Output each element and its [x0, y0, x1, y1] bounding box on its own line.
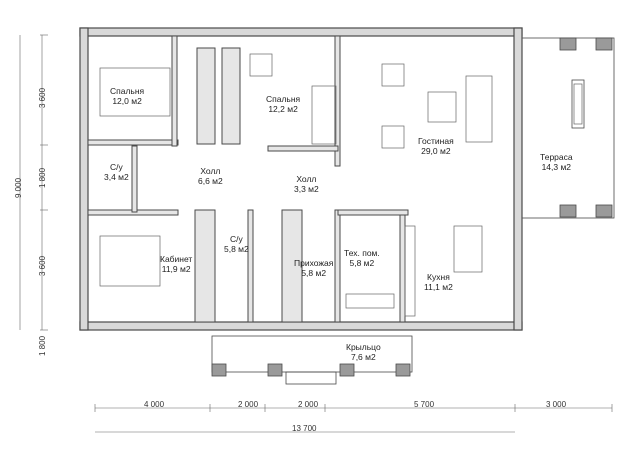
room-name: Кухня — [427, 272, 450, 282]
dimension-total-height: 9 000 — [14, 177, 23, 198]
room-area: 3,4 м2 — [104, 172, 129, 182]
room-name: Крыльцо — [346, 342, 381, 352]
room-name: Прихожая — [294, 258, 334, 268]
room-tech: Тех. пом. 5,8 м2 — [344, 248, 380, 268]
room-bedroom-2: Спальня 12,2 м2 — [266, 94, 300, 114]
terrace — [521, 37, 615, 219]
room-name: Спальня — [266, 94, 301, 104]
room-area: 12,2 м2 — [268, 104, 298, 114]
dimension-left-1: 3 600 — [38, 87, 47, 108]
room-hall-2: Холл 3,3 м2 — [294, 174, 319, 194]
dimension-lines — [19, 34, 613, 433]
room-area: 14,3 м2 — [541, 162, 572, 172]
room-area: 3,3 м2 — [294, 184, 319, 194]
dimension-total-width: 13 700 — [292, 424, 317, 433]
room-entry: Прихожая 5,8 м2 — [294, 258, 333, 278]
room-name: С/у — [110, 162, 123, 172]
room-area: 11,9 м2 — [161, 264, 191, 274]
room-bath-1: С/у 3,4 м2 — [104, 162, 129, 182]
dimension-left-2: 1 800 — [38, 167, 47, 188]
room-living: Гостиная 29,0 м2 — [418, 136, 454, 156]
furniture — [99, 53, 583, 317]
room-area: 11,1 м2 — [424, 282, 453, 292]
exterior-walls — [79, 27, 523, 331]
room-area: 5,8 м2 — [224, 244, 249, 254]
dimension-bottom-1: 4 000 — [144, 400, 165, 409]
room-area: 5,8 м2 — [301, 268, 327, 278]
dimension-left-3: 3 600 — [38, 255, 47, 276]
room-name: Терраса — [540, 152, 573, 162]
dimension-bottom-2: 2 000 — [238, 400, 259, 409]
room-name: Кабинет — [160, 254, 193, 264]
room-hall-1: Холл 6,6 м2 — [198, 166, 223, 186]
porch — [211, 335, 413, 385]
room-terrace: Терраса 14,3 м2 — [540, 152, 573, 172]
room-area: 6,6 м2 — [198, 176, 223, 186]
room-area: 29,0 м2 — [421, 146, 451, 156]
dimension-bottom-4: 5 700 — [414, 400, 435, 409]
room-name: Гостиная — [418, 136, 454, 146]
dimension-bottom-3: 2 000 — [298, 400, 319, 409]
interior-walls — [87, 35, 409, 323]
room-area: 12,0 м2 — [112, 96, 142, 106]
room-porch: Крыльцо 7,6 м2 — [346, 342, 381, 362]
dimension-bottom-5: 3 000 — [546, 400, 567, 409]
room-bath-2: С/у 5,8 м2 — [224, 234, 249, 254]
room-area: 5,8 м2 — [349, 258, 375, 268]
dimension-left-4: 1 800 — [38, 335, 47, 356]
room-name: Холл — [296, 174, 317, 184]
room-bedroom-1: Спальня 12,0 м2 — [110, 86, 144, 106]
room-name: С/у — [230, 234, 243, 244]
room-name: Холл — [200, 166, 221, 176]
room-name: Спальня — [110, 86, 145, 96]
room-study: Кабинет 11,9 м2 — [160, 254, 192, 274]
room-area: 7,6 м2 — [350, 352, 376, 362]
room-kitchen: Кухня 11,1 м2 — [424, 272, 453, 292]
room-name: Тех. пом. — [344, 248, 380, 258]
